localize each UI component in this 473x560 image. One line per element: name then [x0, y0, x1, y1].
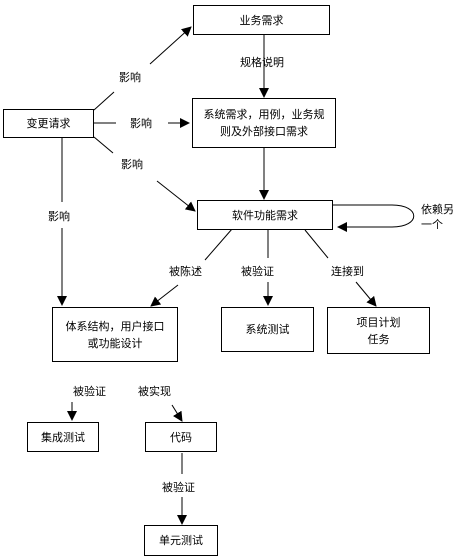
edge-arch-to-code — [171, 404, 183, 422]
edge-software-to-arch-b — [150, 284, 179, 307]
edge-change-to-business-a — [93, 91, 115, 111]
label-verified-by-integration: 被验证 — [73, 385, 106, 398]
node-unit-test: 单元测试 — [144, 525, 218, 556]
label-depends-on-another: 依赖另 一个 — [421, 203, 454, 231]
label-spec: 规格说明 — [240, 56, 284, 69]
label-implemented-by: 被实现 — [138, 385, 171, 398]
node-software-functional-requirements: 软件功能需求 — [197, 200, 333, 230]
edge-change-to-business-b — [149, 26, 192, 65]
edge-change-to-software-b — [156, 180, 196, 212]
node-change-request: 变更请求 — [3, 109, 94, 138]
node-business-requirements: 业务需求 — [193, 5, 330, 35]
label-described-by: 被陈述 — [169, 265, 202, 278]
label-linked-to: 连接到 — [331, 265, 364, 278]
node-system-requirements: 系统需求，用例，业务规 则及外部接口需求 — [192, 98, 336, 148]
node-project-plan: 项目计划 任务 — [327, 307, 430, 354]
label-influence-system: 影响 — [130, 117, 152, 130]
node-architecture-design: 体系结构，用户接口 或功能设计 — [52, 307, 178, 362]
label-influence-business: 影响 — [119, 71, 141, 84]
label-influence-arch: 影响 — [48, 210, 70, 223]
edge-software-to-plan-b — [355, 281, 377, 307]
node-integration-test: 集成测试 — [27, 422, 99, 452]
node-system-test: 系统测试 — [221, 307, 314, 352]
label-influence-software: 影响 — [121, 158, 143, 171]
edge-software-self-loop — [333, 204, 414, 232]
label-verified-by-unit: 被验证 — [162, 481, 195, 494]
label-verified-by-system-test: 被验证 — [241, 265, 274, 278]
edge-change-to-software-a — [93, 136, 114, 154]
edge-software-to-arch-a — [204, 228, 233, 261]
edge-software-to-plan-a — [304, 229, 329, 259]
node-code: 代码 — [145, 422, 217, 452]
